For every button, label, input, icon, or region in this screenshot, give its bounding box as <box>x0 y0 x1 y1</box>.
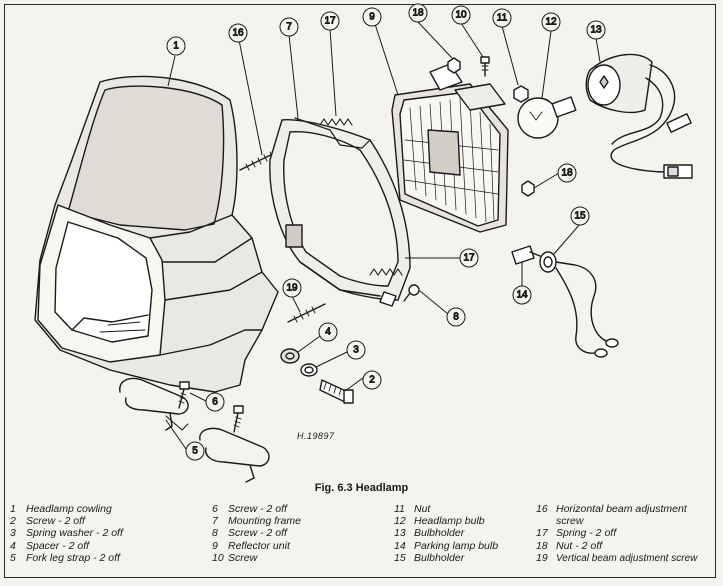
svg-text:17: 17 <box>324 16 336 27</box>
callout-6: 6 <box>205 392 225 412</box>
figure-frame <box>4 4 716 578</box>
fork-leg-strap-lower <box>199 427 270 483</box>
screw-6-upper <box>178 381 190 409</box>
nut-11 <box>513 85 529 103</box>
nut-18-upper <box>447 57 461 74</box>
svg-text:17: 17 <box>463 253 475 264</box>
svg-text:16: 16 <box>232 28 244 39</box>
callout-11: 11 <box>492 8 512 28</box>
spring-upper <box>319 118 353 126</box>
callout-18-upper: 18 <box>408 3 428 23</box>
nut-18-lower <box>521 180 535 197</box>
callout-5: 5 <box>185 441 205 461</box>
svg-text:18: 18 <box>412 8 424 19</box>
bulbholder-13 <box>585 53 693 179</box>
svg-text:13: 13 <box>590 25 602 36</box>
callout-15: 15 <box>570 206 590 226</box>
callout-9: 9 <box>362 7 382 27</box>
spacer <box>280 348 300 364</box>
svg-text:2: 2 <box>369 375 375 386</box>
leader-lines <box>165 21 601 450</box>
screw-8 <box>403 284 420 302</box>
screw-6-lower <box>233 405 244 433</box>
parking-lamp-bulb <box>511 245 541 265</box>
callout-4: 4 <box>318 322 338 342</box>
callout-1: 1 <box>166 36 186 56</box>
callout-3: 3 <box>346 340 366 360</box>
callout-10: 10 <box>451 5 471 25</box>
svg-text:15: 15 <box>574 211 586 222</box>
svg-text:19: 19 <box>286 283 298 294</box>
svg-text:14: 14 <box>516 290 528 301</box>
callout-2: 2 <box>362 370 382 390</box>
figure-title: Fig. 6.3 Headlamp <box>314 482 409 494</box>
svg-text:18: 18 <box>561 168 573 179</box>
callout-17-lower: 17 <box>459 248 479 268</box>
drawing-reference-code: H.19897 <box>297 431 335 441</box>
svg-text:1: 1 <box>173 41 179 52</box>
svg-text:3: 3 <box>353 345 359 356</box>
vertical-beam-adjustment-screw <box>287 303 326 323</box>
callout-12: 12 <box>541 12 561 32</box>
fork-leg-strap-upper <box>119 377 189 431</box>
headlamp-cowling <box>34 75 279 393</box>
callout-19: 19 <box>282 278 302 298</box>
svg-text:7: 7 <box>286 22 292 33</box>
svg-text:11: 11 <box>497 13 508 24</box>
callout-14: 14 <box>512 285 532 305</box>
callout-7: 7 <box>279 17 299 37</box>
svg-text:4: 4 <box>325 327 331 338</box>
screw-2 <box>319 379 354 404</box>
bulbholder-15 <box>539 251 619 358</box>
svg-text:9: 9 <box>369 12 375 23</box>
svg-text:6: 6 <box>212 397 218 408</box>
svg-text:12: 12 <box>545 17 557 28</box>
callout-8: 8 <box>446 307 466 327</box>
spring-washer <box>300 363 318 377</box>
svg-text:10: 10 <box>455 10 467 21</box>
mounting-frame <box>269 117 411 307</box>
callout-18-lower: 18 <box>557 163 577 183</box>
spring-lower <box>369 268 403 276</box>
callout-16: 16 <box>228 23 248 43</box>
svg-text:8: 8 <box>453 312 459 323</box>
headlamp-bulb <box>517 96 577 139</box>
reflector-unit <box>391 63 509 233</box>
svg-text:5: 5 <box>192 446 198 457</box>
callout-17-upper: 17 <box>320 11 340 31</box>
screw-10 <box>480 56 490 77</box>
callout-13: 13 <box>586 20 606 40</box>
